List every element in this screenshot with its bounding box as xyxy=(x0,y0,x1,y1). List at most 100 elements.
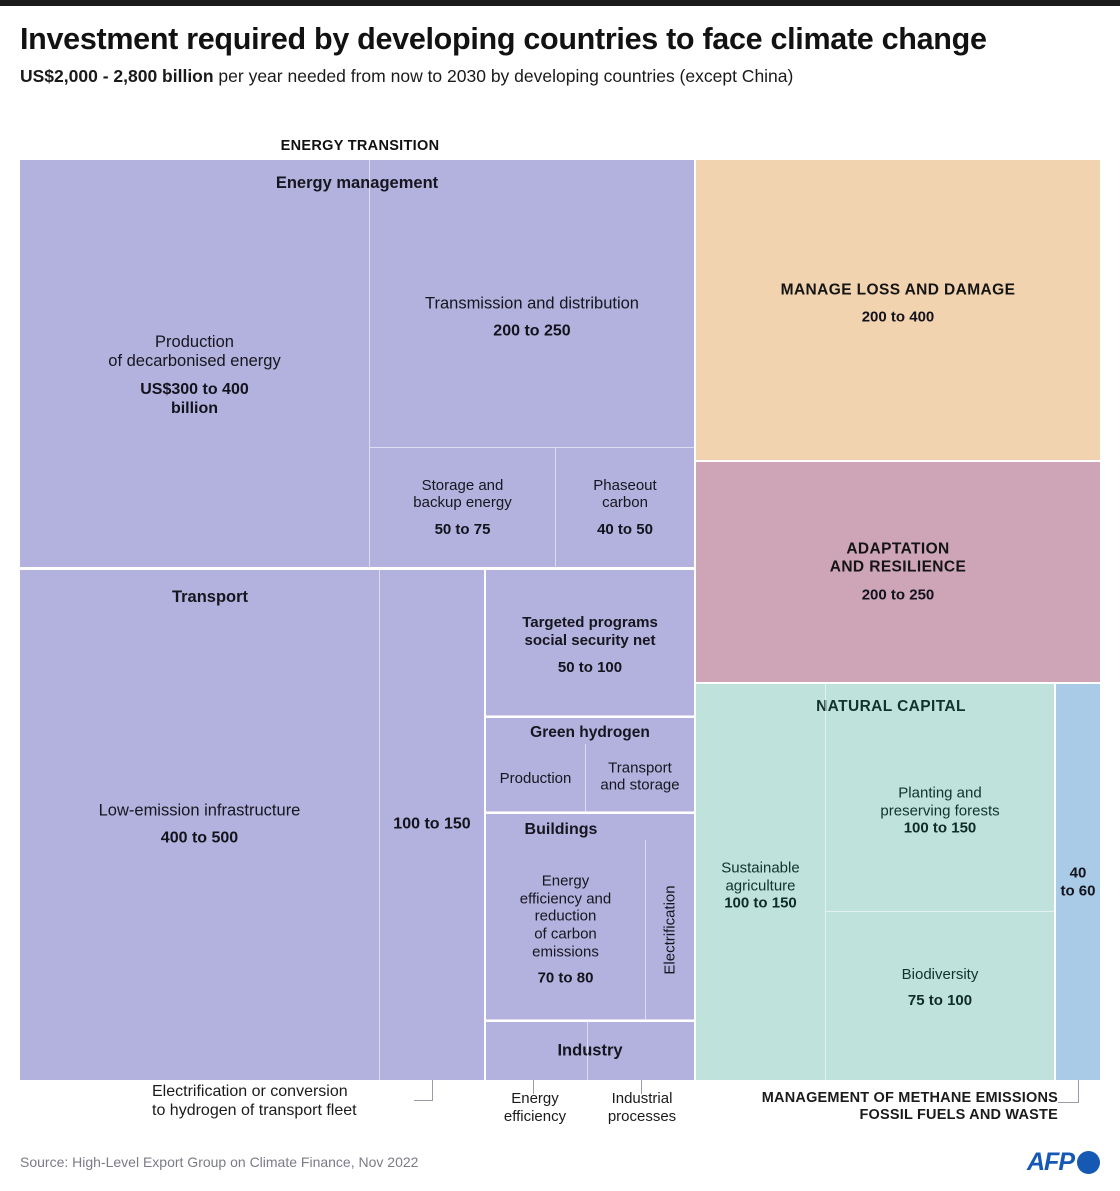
callout-energy-efficiency-line2: efficiency xyxy=(503,1108,567,1125)
block-green-hydrogen-transport-and-storage[interactable]: Transport and storage xyxy=(586,744,694,812)
manage-loss-label: MANAGE LOSS AND DAMAGE xyxy=(780,281,1016,299)
transmission-label: Transmission and distribution xyxy=(425,294,639,313)
adaptation-label-line2: AND RESILIENCE xyxy=(829,558,967,576)
green-hydrogen-transport-line1: Transport xyxy=(608,758,672,776)
callout-transport-fleet: Electrification or conversion to hydroge… xyxy=(152,1082,422,1120)
block-adaptation-and-resilience[interactable]: ADAPTATION AND RESILIENCE 200 to 250 xyxy=(696,462,1100,682)
biodiversity-value: 75 to 100 xyxy=(907,992,973,1010)
leader-energy-efficiency xyxy=(533,1080,535,1094)
block-transport[interactable]: Transport xyxy=(20,570,484,1080)
page-subtitle: US$2,000 - 2,800 billion per year needed… xyxy=(20,66,1110,87)
block-phaseout-carbon[interactable]: Phaseout carbon 40 to 50 xyxy=(556,448,694,567)
green-hydrogen-title: Green hydrogen xyxy=(530,724,650,741)
block-natural-capital[interactable]: NATURAL CAPITAL xyxy=(696,684,1054,1080)
block-storage-and-backup-energy[interactable]: Storage and backup energy 50 to 75 xyxy=(370,448,556,567)
storage-label-line1: Storage and xyxy=(421,476,504,494)
transmission-value: 200 to 250 xyxy=(493,322,571,340)
leader-methane xyxy=(1050,1080,1090,1104)
biodiversity-label: Biodiversity xyxy=(901,965,979,983)
adaptation-value: 200 to 250 xyxy=(861,585,935,603)
section-label-energy-transition: ENERGY TRANSITION xyxy=(280,138,440,154)
afp-logo: AFP xyxy=(1027,1148,1100,1177)
buildings-title: Buildings xyxy=(524,821,598,838)
sustainable-agriculture-label-line2: agriculture xyxy=(725,877,796,895)
block-planting-and-preserving-forests[interactable]: Planting and preserving forests 100 to 1… xyxy=(826,684,1054,912)
block-industry-industrial-processes[interactable] xyxy=(588,1022,694,1080)
adaptation-label-line1: ADAPTATION xyxy=(846,540,950,558)
production-label-line1: Production xyxy=(155,332,234,351)
block-energy-management[interactable]: Energy management xyxy=(20,160,694,567)
callout-methane: MANAGEMENT OF METHANE EMISSIONS FOSSIL F… xyxy=(740,1090,1058,1125)
block-buildings-energy-efficiency[interactable]: Energy efficiency and reduction of carbo… xyxy=(486,840,646,1020)
manage-loss-value: 200 to 400 xyxy=(861,308,935,326)
sustainable-agriculture-label-line1: Sustainable xyxy=(721,859,800,877)
block-buildings[interactable]: Buildings xyxy=(486,814,694,1020)
subtitle-rest: per year needed from now to 2030 by deve… xyxy=(213,66,794,86)
block-industry-energy-efficiency[interactable] xyxy=(486,1022,588,1080)
buildings-desc-line5: emissions xyxy=(532,943,599,961)
buildings-electrification-label: Electrification xyxy=(661,885,679,975)
source-note: Source: High-Level Export Group on Clima… xyxy=(20,1154,419,1170)
methane-value-line2: to 60 xyxy=(1060,882,1096,899)
callout-industrial-processes-line2: processes xyxy=(607,1108,677,1125)
phaseout-label-line2: carbon xyxy=(602,494,648,512)
forests-label-line1: Planting and xyxy=(898,784,982,802)
buildings-desc-line2: efficiency and xyxy=(519,890,612,908)
electrification-conversion-value: 100 to 150 xyxy=(393,815,471,833)
callout-energy-efficiency-line1: Energy xyxy=(511,1090,559,1107)
block-transmission-and-distribution[interactable]: Transmission and distribution 200 to 250 xyxy=(370,160,694,448)
production-value-line1: US$300 to 400 xyxy=(140,380,249,398)
targeted-programs-label-line1: Targeted programs xyxy=(522,614,658,632)
block-green-hydrogen[interactable]: Green hydrogen xyxy=(486,718,694,812)
leader-industrial-processes xyxy=(641,1080,643,1094)
block-production-of-decarbonised-energy[interactable]: Production of decarbonised energy US$300… xyxy=(20,160,370,567)
targeted-programs-value: 50 to 100 xyxy=(557,658,623,676)
forests-value: 100 to 150 xyxy=(903,819,977,837)
buildings-desc-line4: of carbon xyxy=(534,925,597,943)
buildings-desc-line1: Energy xyxy=(541,872,590,890)
afp-wordmark: AFP xyxy=(1027,1148,1075,1176)
block-targeted-programs-social-security-net[interactable]: Targeted programs social security net 50… xyxy=(486,570,694,716)
green-hydrogen-production-label: Production xyxy=(499,770,572,788)
block-biodiversity[interactable]: Biodiversity 75 to 100 xyxy=(826,912,1054,1080)
phaseout-label-line1: Phaseout xyxy=(593,476,657,494)
buildings-desc-line3: reduction xyxy=(534,907,597,925)
block-buildings-electrification[interactable]: Electrification xyxy=(646,840,694,1020)
block-sustainable-agriculture[interactable]: Sustainable agriculture 100 to 150 xyxy=(696,684,826,1080)
block-green-hydrogen-production[interactable]: Production xyxy=(486,744,586,812)
subtitle-amount: US$2,000 - 2,800 billion xyxy=(20,66,214,86)
callout-energy-efficiency: Energy efficiency xyxy=(480,1090,590,1126)
callout-methane-line1: MANAGEMENT OF METHANE EMISSIONS xyxy=(761,1090,1058,1106)
block-low-emission-infrastructure[interactable]: Low-emission infrastructure 400 to 500 xyxy=(20,570,380,1080)
leader-transport-fleet xyxy=(400,1080,440,1102)
block-manage-loss-and-damage[interactable]: MANAGE LOSS AND DAMAGE 200 to 400 xyxy=(696,160,1100,460)
page-title: Investment required by developing countr… xyxy=(20,22,987,56)
targeted-programs-label-line2: social security net xyxy=(524,632,656,650)
top-rule xyxy=(0,0,1120,6)
transport-title: Transport xyxy=(171,588,249,606)
callout-industrial-processes: Industrial processes xyxy=(586,1090,698,1126)
methane-value-line1: 40 xyxy=(1069,864,1087,882)
callout-methane-line2: FOSSIL FUELS AND WASTE xyxy=(859,1107,1058,1124)
afp-dot-icon xyxy=(1077,1151,1100,1174)
block-management-of-methane-emissions[interactable]: 40 to 60 xyxy=(1056,684,1100,1080)
production-label-line2: of decarbonised energy xyxy=(108,352,281,371)
production-value-line2: billion xyxy=(170,399,219,417)
callout-industrial-processes-line1: Industrial xyxy=(611,1090,673,1107)
block-electrification-or-conversion-of-transport-fleet[interactable]: 100 to 150 xyxy=(380,570,484,1080)
phaseout-value: 40 to 50 xyxy=(597,520,653,538)
callout-transport-fleet-line1: Electrification or conversion xyxy=(152,1083,348,1100)
green-hydrogen-transport-line2: and storage xyxy=(600,776,680,794)
storage-label-line2: backup energy xyxy=(413,494,512,512)
block-industry[interactable]: Industry xyxy=(486,1022,694,1080)
low-emission-label: Low-emission infrastructure xyxy=(98,801,301,820)
energy-management-title: Energy management xyxy=(275,174,439,192)
natural-capital-title: NATURAL CAPITAL xyxy=(816,698,966,715)
callout-transport-fleet-line2: to hydrogen of transport fleet xyxy=(152,1102,357,1120)
sustainable-agriculture-value: 100 to 150 xyxy=(724,894,797,912)
storage-value: 50 to 75 xyxy=(434,520,491,538)
industry-label: Industry xyxy=(557,1041,623,1060)
forests-label-line2: preserving forests xyxy=(880,802,1000,820)
low-emission-value: 400 to 500 xyxy=(160,829,239,847)
buildings-value: 70 to 80 xyxy=(537,969,594,987)
